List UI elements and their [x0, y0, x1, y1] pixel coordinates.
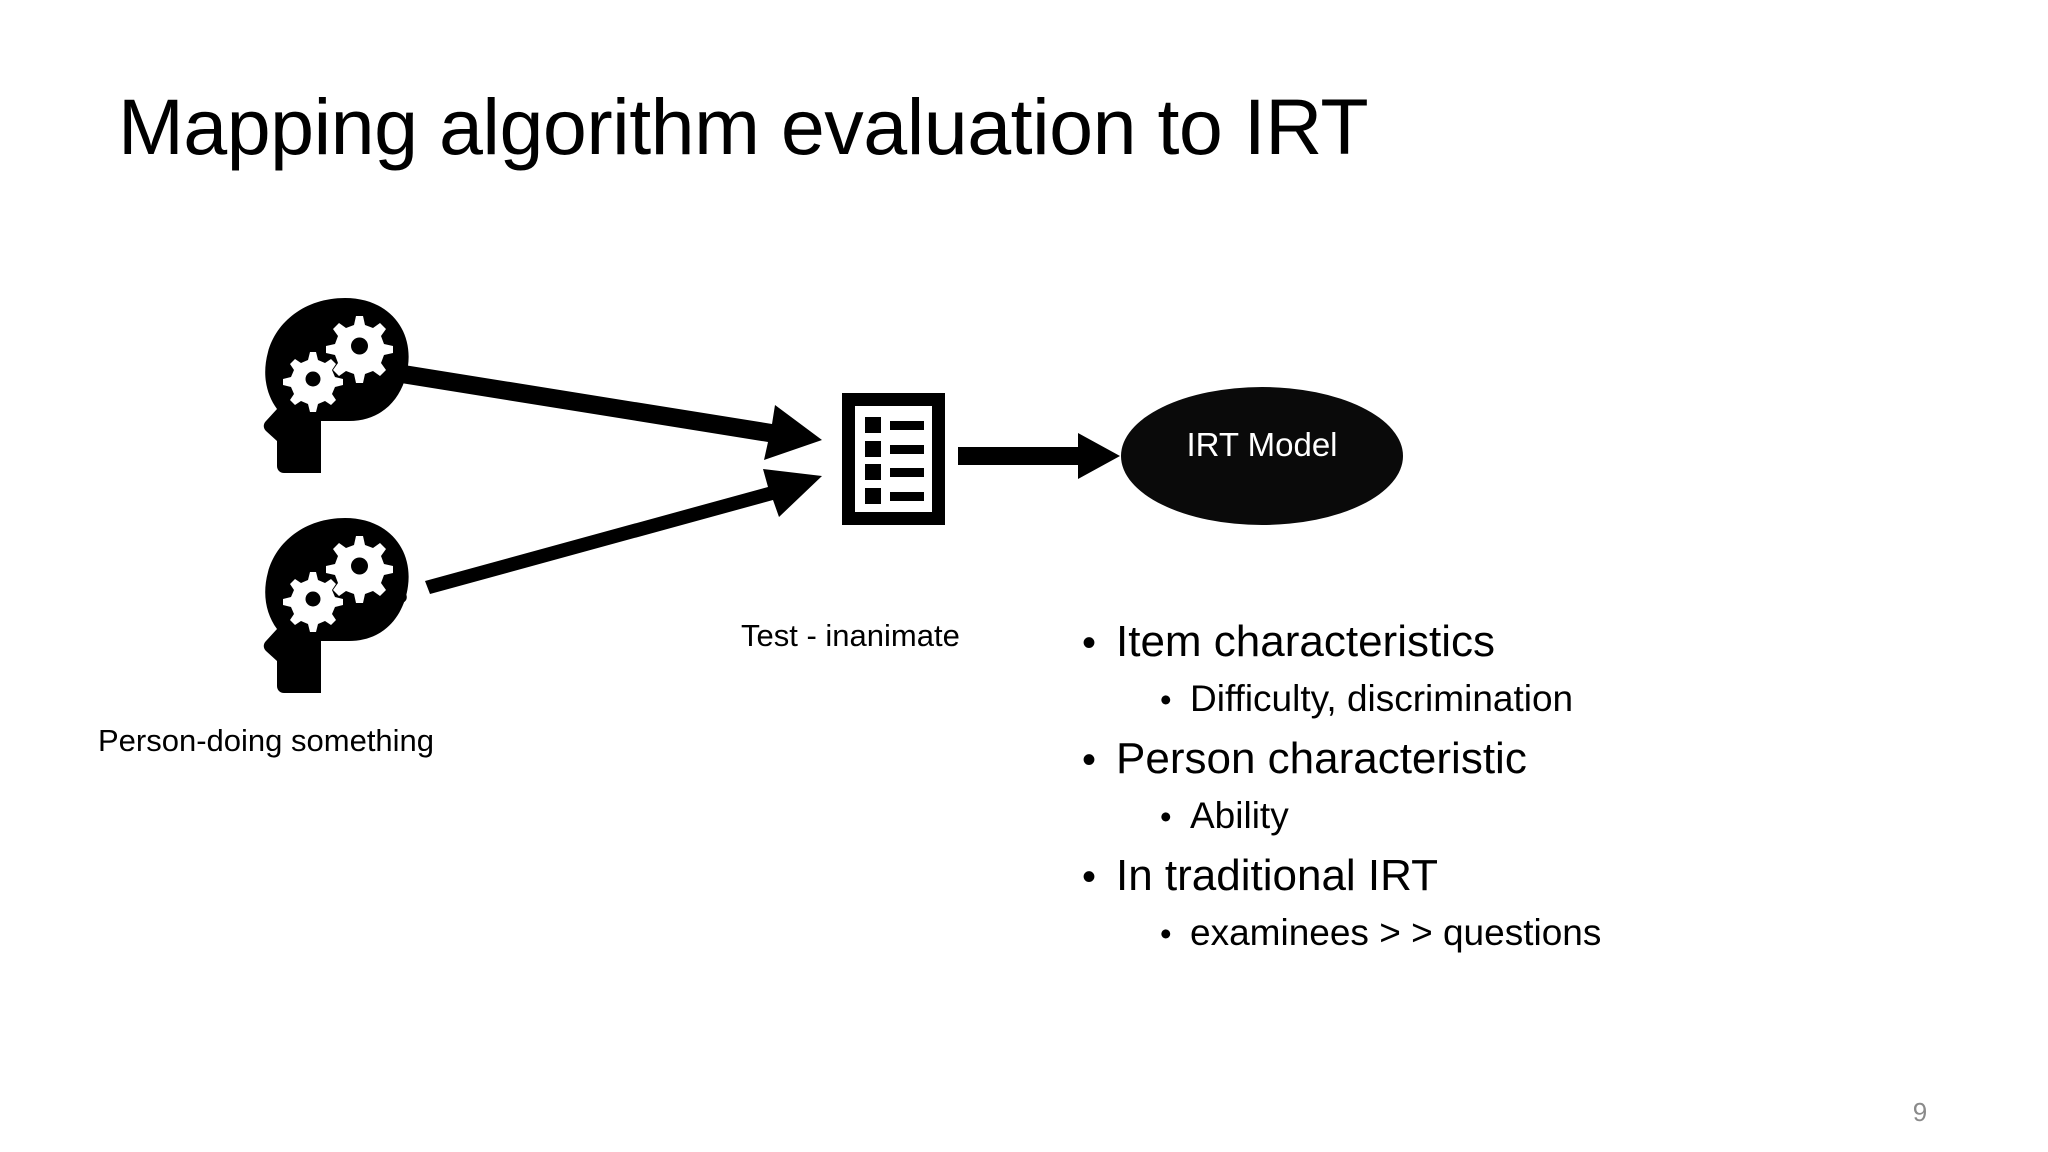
- bullet-item-level1: • In traditional IRT: [1082, 854, 1982, 898]
- bullet-item-level1: • Item characteristics: [1082, 620, 1982, 664]
- bullet-item-level2: • Ability: [1082, 797, 1982, 834]
- bullet-label: examinees > > questions: [1190, 912, 1602, 953]
- checklist-icon: [842, 393, 945, 525]
- arrow-person-top-to-test: [401, 365, 822, 460]
- arrow-test-to-model: [958, 433, 1120, 479]
- head-with-gears-icon-top: [263, 298, 409, 473]
- bullet-marker-icon: •: [1082, 738, 1097, 782]
- caption-person-doing-something: Person-doing something: [98, 723, 435, 758]
- page-number: 9: [1912, 1097, 1928, 1127]
- bullet-item-level2: • Difficulty, discrimination: [1082, 680, 1982, 717]
- bullet-marker-icon: •: [1082, 621, 1097, 665]
- bullet-label: Difficulty, discrimination: [1190, 678, 1574, 719]
- arrow-person-bottom-to-test: [425, 469, 822, 594]
- bullet-marker-icon: •: [1160, 915, 1172, 952]
- irt-model-label: IRT Model: [1186, 426, 1338, 463]
- bullet-item-level1: • Person characteristic: [1082, 737, 1982, 781]
- bullet-marker-icon: •: [1082, 855, 1097, 899]
- bullet-list: • Item characteristics • Difficulty, dis…: [1082, 620, 1982, 952]
- bullet-item-level2: • examinees > > questions: [1082, 914, 1982, 951]
- bullet-label: Item characteristics: [1116, 617, 1495, 666]
- head-with-gears-icon-bottom: [263, 518, 409, 693]
- caption-test-inanimate: Test - inanimate: [741, 618, 960, 653]
- bullet-label: In traditional IRT: [1116, 851, 1439, 900]
- bullet-label: Ability: [1190, 795, 1289, 836]
- page-title: Mapping algorithm evaluation to IRT: [118, 82, 1369, 171]
- bullet-marker-icon: •: [1160, 681, 1172, 718]
- bullet-label: Person characteristic: [1116, 734, 1527, 783]
- bullet-marker-icon: •: [1160, 798, 1172, 835]
